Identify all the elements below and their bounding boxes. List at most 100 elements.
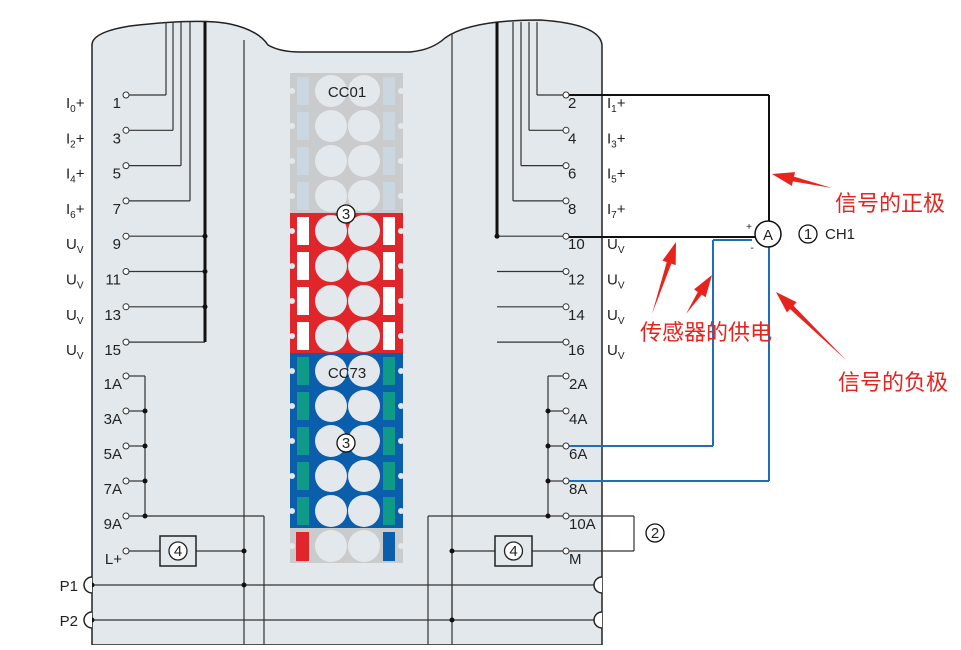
terminal-point[interactable] <box>562 162 570 170</box>
terminal-hole <box>348 145 380 177</box>
latch <box>289 193 295 199</box>
terminal-point[interactable] <box>122 232 130 240</box>
blue-marker <box>383 532 395 561</box>
connector-strip <box>289 73 404 563</box>
latch <box>289 438 295 444</box>
terminal-point[interactable] <box>562 126 570 134</box>
terminal-point[interactable] <box>562 91 570 99</box>
bus-notch-left <box>83 576 93 594</box>
plus-sign: + <box>746 222 752 233</box>
signal-label: I2+ <box>66 130 85 150</box>
terminal-point[interactable] <box>122 91 130 99</box>
terminal-number: 3 <box>113 130 121 147</box>
signal-suffix: + <box>617 166 626 183</box>
terminal-hole <box>315 355 347 387</box>
annotation-arrow <box>772 172 832 188</box>
signal-label: UV <box>66 236 84 256</box>
terminal-number: 5 <box>113 166 121 183</box>
terminal-hole <box>348 355 380 387</box>
signal-label: I1+ <box>607 95 626 115</box>
contact-slot <box>383 252 395 280</box>
signal-label: UV <box>607 236 625 256</box>
contact-slot <box>297 182 309 210</box>
terminal-number: 2 <box>568 95 576 112</box>
terminal-point[interactable] <box>562 512 570 520</box>
terminal-hole <box>348 110 380 142</box>
signal-name: I <box>607 130 611 147</box>
terminal-label: 4A <box>569 411 587 428</box>
terminal-point[interactable] <box>122 477 130 485</box>
latch <box>398 193 404 199</box>
terminal-point[interactable] <box>122 162 130 170</box>
annotation-supply: 传感器的供电 <box>640 321 772 346</box>
signal-name: U <box>607 236 618 253</box>
latch <box>398 298 404 304</box>
terminal-point[interactable] <box>562 477 570 485</box>
terminal-point[interactable] <box>562 197 570 205</box>
terminal-point[interactable] <box>562 372 570 380</box>
terminal-point[interactable] <box>122 442 130 450</box>
signal-suffix: + <box>76 166 85 183</box>
terminal-point[interactable] <box>562 407 570 415</box>
terminal-point[interactable] <box>562 268 570 275</box>
terminal-point[interactable] <box>562 547 570 555</box>
latch <box>398 333 404 339</box>
signal-name: U <box>607 307 618 324</box>
signal-name: U <box>66 236 77 253</box>
contact-slot <box>297 112 309 140</box>
terminal-point[interactable] <box>122 372 130 380</box>
signal-name: I <box>66 201 70 218</box>
terminal-point[interactable] <box>122 512 130 520</box>
terminal-point[interactable] <box>122 303 130 311</box>
junction-dot <box>449 548 455 554</box>
terminal-hole <box>315 215 347 247</box>
contact-slot <box>297 217 309 245</box>
callout-number: 3 <box>342 206 350 223</box>
signal-name: U <box>66 307 77 324</box>
terminal-point[interactable] <box>562 442 570 450</box>
latch <box>289 88 295 94</box>
bus-label: P1 <box>60 578 78 595</box>
terminal-point[interactable] <box>122 268 130 275</box>
contact-slot <box>383 427 395 455</box>
junction-dot <box>202 304 208 310</box>
latch <box>398 263 404 269</box>
terminal-point[interactable] <box>562 232 570 240</box>
terminal-point[interactable] <box>122 197 130 205</box>
contact-slot <box>297 392 309 420</box>
terminal-point[interactable] <box>122 126 130 134</box>
terminal-point[interactable] <box>122 338 130 346</box>
latch <box>398 368 404 374</box>
terminal-point[interactable] <box>562 338 570 346</box>
signal-subscript: 0 <box>70 104 76 115</box>
terminal-hole <box>348 250 380 282</box>
terminal-label: 7A <box>104 481 122 498</box>
terminal-number: 6 <box>568 166 576 183</box>
terminal-label: 8A <box>569 481 587 498</box>
signal-subscript: 5 <box>611 175 617 186</box>
latch <box>289 368 295 374</box>
junction-dot <box>545 478 551 484</box>
terminal-label: L+ <box>105 551 122 568</box>
contact-slot <box>297 427 309 455</box>
contact-slot <box>383 112 395 140</box>
annotation-negative: 信号的负极 <box>838 371 948 396</box>
latch <box>398 508 404 514</box>
terminal-point[interactable] <box>122 547 130 555</box>
terminal-hole <box>348 285 380 317</box>
junction-dot <box>494 233 500 239</box>
terminal-point[interactable] <box>562 303 570 311</box>
junction-dot <box>449 617 455 623</box>
signal-name: U <box>607 342 618 359</box>
signal-name: I <box>607 166 611 183</box>
terminal-label: 10A <box>569 516 596 533</box>
junction-dot <box>545 443 551 449</box>
terminal-hole <box>348 75 380 107</box>
terminal-label: 6A <box>569 446 587 463</box>
terminal-label: 5A <box>104 446 122 463</box>
terminal-hole <box>315 250 347 282</box>
latch <box>398 88 404 94</box>
terminal-point[interactable] <box>122 407 130 415</box>
callout-circle <box>168 541 188 561</box>
signal-label: UV <box>66 342 84 362</box>
